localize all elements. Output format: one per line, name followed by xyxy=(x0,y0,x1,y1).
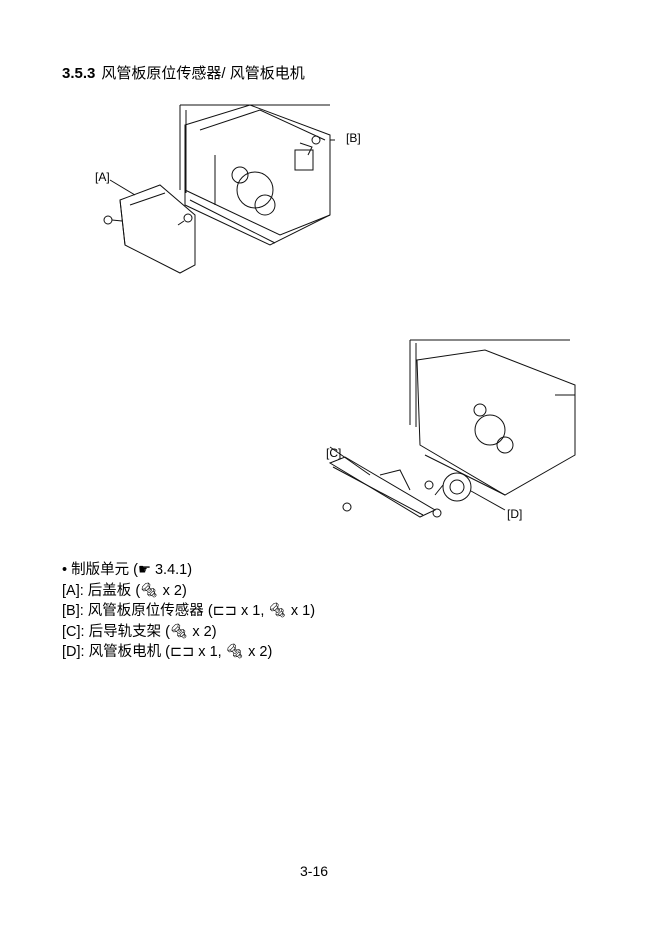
item-text: 风管板电机 ( xyxy=(88,644,170,660)
list-item: • 制版单元 (☛ 3.4.1) xyxy=(62,560,315,581)
screw-icon: 🔩︎ xyxy=(225,644,245,660)
label-d: [D] xyxy=(507,507,523,521)
connector-icon: ⊏⊐ xyxy=(212,603,237,619)
bullet: • xyxy=(62,562,68,578)
label-c: [C] xyxy=(326,446,342,460)
list-item: [B]: 风管板原位传感器 (⊏⊐ x 1, 🔩︎ x 1) xyxy=(62,601,315,622)
procedure-list: • 制版单元 (☛ 3.4.1) [A]: 后盖板 (🔩︎ x 2) [B]: … xyxy=(62,560,315,663)
item-count: x 2) xyxy=(188,623,217,640)
item-ref[interactable]: 3.4.1) xyxy=(150,562,193,578)
list-item: [D]: 风管板电机 (⊏⊐ x 1, 🔩︎ x 2) xyxy=(62,642,315,663)
item-count: x 1) xyxy=(286,603,316,619)
list-item: [C]: 后导轨支架 (🔩︎ x 2) xyxy=(62,622,315,643)
item-key: [A]: xyxy=(62,582,84,599)
item-count: x 1, xyxy=(236,603,269,619)
item-text: 制版单元 ( xyxy=(71,562,138,578)
item-count: x 2) xyxy=(158,582,187,599)
item-count: x 2) xyxy=(244,644,273,660)
list-item: [A]: 后盖板 (🔩︎ x 2) xyxy=(62,581,315,602)
section-title: 风管板原位传感器/ 风管板电机 xyxy=(101,65,305,82)
section-heading: 3.5.3 风管板原位传感器/ 风管板电机 xyxy=(62,62,305,83)
page-number: 3-16 xyxy=(300,863,329,879)
item-text: 后导轨支架 ( xyxy=(88,623,170,640)
item-key: [D]: xyxy=(62,644,85,660)
figure-rear-cover-removal xyxy=(103,104,335,274)
screw-icon: 🔩︎ xyxy=(169,623,189,640)
item-text: 后盖板 ( xyxy=(87,582,141,599)
item-text: 风管板原位传感器 ( xyxy=(87,603,213,619)
label-b: [B] xyxy=(346,131,361,145)
figure-rear-rail-and-motor xyxy=(328,339,576,518)
item-key: [C]: xyxy=(62,623,85,640)
pointing-hand-icon: ☛ xyxy=(137,562,151,578)
item-count: x 1, xyxy=(194,644,226,660)
section-number: 3.5.3 xyxy=(62,65,96,82)
screw-icon: 🔩︎ xyxy=(268,603,287,619)
screw-icon: 🔩︎ xyxy=(140,582,159,599)
label-a: [A] xyxy=(95,170,110,184)
item-key: [B]: xyxy=(62,603,84,619)
connector-icon: ⊏⊐ xyxy=(169,644,195,660)
